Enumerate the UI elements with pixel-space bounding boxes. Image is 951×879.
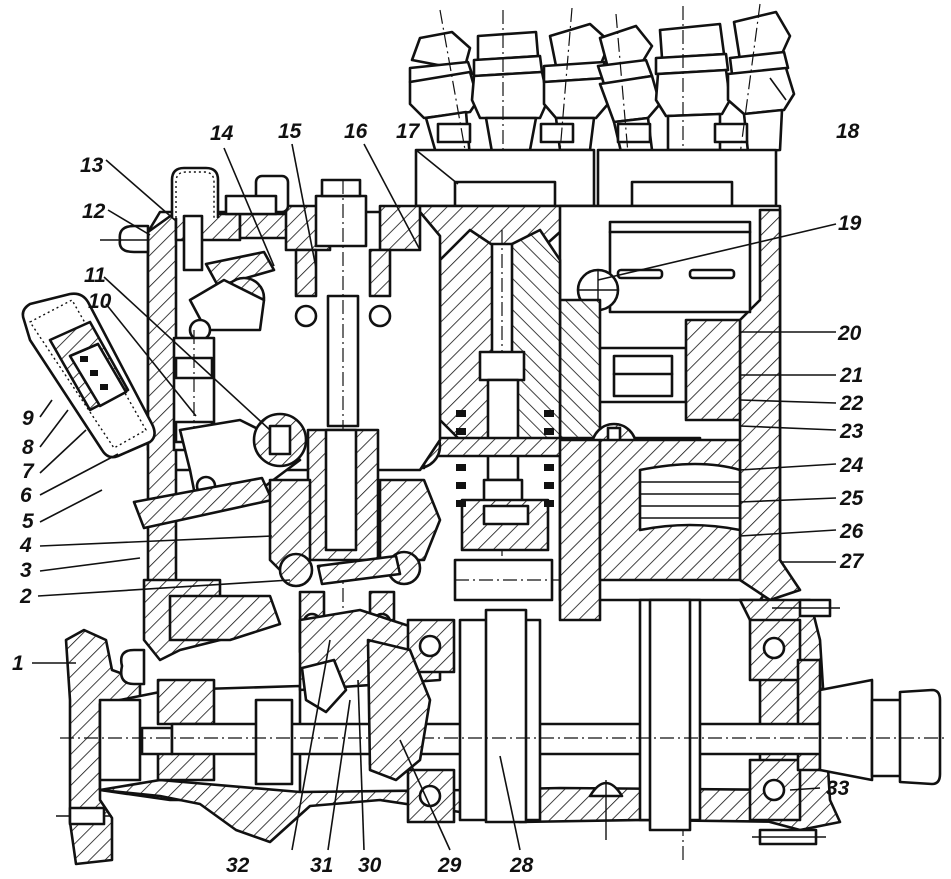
- callout-20: 20: [837, 322, 862, 345]
- leader-lines: [32, 77, 837, 851]
- callout-19: 19: [838, 212, 862, 235]
- governor-cover: [21, 292, 156, 459]
- callout-17: 17: [396, 120, 421, 143]
- callout-30: 30: [358, 854, 382, 877]
- fitting-5: [654, 22, 732, 152]
- plunger-assembly: [370, 228, 742, 622]
- callout-25: 25: [839, 487, 864, 510]
- callout-9: 9: [22, 407, 34, 430]
- fitting-6: [726, 10, 796, 154]
- callout-23: 23: [839, 420, 864, 443]
- callout-5: 5: [22, 510, 34, 533]
- delivery-fittings: [408, 3, 796, 860]
- callout-11: 11: [84, 264, 106, 287]
- fitting-4: [596, 24, 662, 158]
- fitting-2: [470, 30, 550, 154]
- callout-4: 4: [19, 534, 32, 557]
- callout-3: 3: [20, 559, 32, 582]
- callout-14: 14: [210, 122, 234, 145]
- callout-13: 13: [80, 154, 104, 177]
- callout-6: 6: [20, 484, 32, 507]
- callout-7: 7: [22, 460, 35, 483]
- callout-21: 21: [839, 364, 863, 387]
- callout-labels: 1 2 3 4 5 6 7 8 9 10 11 12 13 14 15 16 1…: [12, 120, 865, 877]
- callout-10: 10: [88, 290, 112, 313]
- callout-33: 33: [826, 777, 850, 800]
- callout-26: 26: [839, 520, 864, 543]
- callout-31: 31: [310, 854, 333, 877]
- callout-16: 16: [344, 120, 368, 143]
- callout-1: 1: [12, 652, 24, 675]
- housing-lower: [56, 578, 945, 866]
- callout-29: 29: [437, 854, 462, 877]
- callout-32: 32: [226, 854, 250, 877]
- pump-heads: [414, 148, 778, 208]
- callout-15: 15: [278, 120, 302, 143]
- callout-27: 27: [839, 550, 865, 573]
- callout-18: 18: [836, 120, 860, 143]
- callout-22: 22: [839, 392, 864, 415]
- callout-28: 28: [509, 854, 534, 877]
- callout-8: 8: [22, 436, 34, 459]
- callout-24: 24: [839, 454, 864, 477]
- callout-12: 12: [82, 200, 106, 223]
- callout-2: 2: [19, 585, 32, 608]
